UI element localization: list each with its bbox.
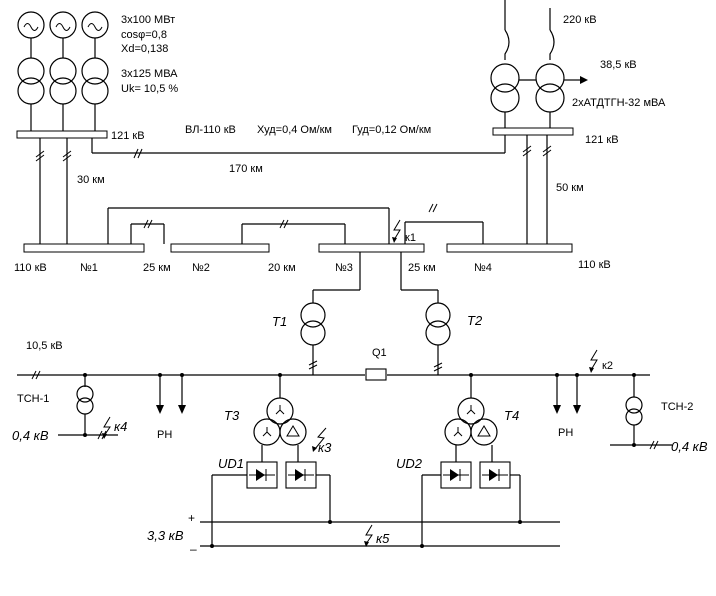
fault-k5-label: к5 — [376, 531, 390, 546]
line-g-ud: Гуд=0,12 Ом/км — [352, 124, 431, 136]
substation-ties — [107, 203, 484, 244]
generator-1 — [17, 11, 45, 39]
dc-voltage-label: 3,3 кВ — [147, 528, 184, 543]
line-title: ВЛ-110 кВ — [185, 124, 236, 136]
arrow-right-icon — [580, 76, 588, 84]
generator-2 — [49, 11, 77, 39]
line-x-ud: Худ=0,4 Ом/км — [257, 124, 332, 136]
rectifier-transformer-t4 — [444, 375, 498, 462]
left-station-bus — [16, 130, 108, 139]
load-rn-left — [156, 375, 186, 414]
line-length-left: 30 км — [77, 174, 105, 186]
t2-label: Т2 — [467, 313, 483, 328]
substation-2-bus — [170, 243, 270, 253]
right-station-block — [490, 0, 588, 128]
line-length-right: 50 км — [556, 182, 584, 194]
distance-1-2: 25 км — [143, 262, 171, 274]
transformer-t1 — [300, 302, 326, 328]
transmission-line-main — [91, 135, 506, 159]
substation-3-bus — [318, 243, 425, 253]
gen-transformer-rating: 3x125 МВА — [121, 68, 178, 80]
right-station-mv-voltage: 38,5 кВ — [600, 59, 637, 71]
tsn2-low-voltage: 0,4 кВ — [671, 439, 708, 454]
rectifier-ud1 — [211, 461, 331, 546]
generator-cosphi: cosφ=0,8 — [121, 29, 167, 41]
substation-4-bus — [446, 243, 573, 253]
distance-2-3: 20 км — [268, 262, 296, 274]
right-station-incoming-voltage: 220 кВ — [563, 14, 597, 26]
fault-k2-icon — [590, 349, 598, 371]
dc-plus-label: + — [188, 511, 195, 525]
feeder-t1 — [300, 252, 361, 375]
fault-k1-label: к1 — [405, 232, 416, 244]
feeder-t2 — [400, 252, 451, 375]
substation-1-label: №1 — [80, 262, 98, 274]
rn-right-label: РН — [558, 427, 573, 439]
rn-left-label: РН — [157, 429, 172, 441]
rectifier-ud2 — [421, 461, 521, 546]
transformer-t2 — [425, 302, 451, 328]
tsn1-label: ТСН-1 — [17, 393, 49, 405]
t1-label: Т1 — [272, 314, 287, 329]
generator-block — [17, 11, 109, 131]
fault-k3-icon — [314, 427, 327, 450]
generator-3 — [81, 11, 109, 39]
dc-minus-label: – — [190, 542, 197, 556]
ac-symbol-icon — [87, 23, 103, 31]
fault-k2-label: к2 — [602, 360, 613, 372]
autotransformer-1 — [490, 63, 520, 93]
tsn1-low-voltage: 0,4 кВ — [12, 428, 49, 443]
substation-voltage-right: 110 кВ — [578, 259, 611, 271]
ud1-label: UD1 — [218, 456, 244, 471]
load-rn-right — [553, 375, 581, 414]
substation-4-label: №4 — [474, 262, 492, 274]
t4-label: Т4 — [504, 408, 519, 423]
generator-xd: Xd=0,138 — [121, 43, 168, 55]
gen-transformer-2 — [49, 57, 77, 85]
transmission-line-right — [522, 135, 552, 244]
bus-voltage-label: 10,5 кВ — [26, 340, 63, 352]
right-station-transformers: 2хАТДТГН-32 мВА — [572, 97, 666, 109]
q1-label: Q1 — [372, 347, 387, 359]
right-station-bus — [492, 127, 574, 136]
aux-transformer-2 — [610, 375, 672, 450]
fault-k4-label: к4 — [114, 419, 127, 434]
gen-transformer-3 — [81, 57, 109, 85]
fault-k5-icon — [365, 524, 373, 545]
t3-label: Т3 — [224, 408, 240, 423]
transmission-line-left — [35, 138, 72, 244]
ac-symbol-icon — [55, 23, 71, 31]
fault-k3-label: к3 — [318, 440, 332, 455]
aux-transformer-1 — [58, 375, 118, 440]
right-station-voltage: 121 кВ — [585, 134, 619, 146]
gen-transformer-uk: Uk= 10,5 % — [121, 83, 178, 95]
substation-1-bus — [23, 243, 145, 253]
line-length-main: 170 км — [229, 163, 263, 175]
autotransformer-2 — [535, 63, 565, 93]
distance-3-4: 25 км — [408, 262, 436, 274]
left-station-voltage: 121 кВ — [111, 130, 145, 142]
fault-k1-icon — [393, 219, 401, 241]
substation-2-label: №2 — [192, 262, 210, 274]
substation-voltage-left: 110 кВ — [14, 262, 47, 274]
gen-transformer-1 — [17, 57, 45, 85]
rectifier-transformer-t3 — [253, 375, 307, 462]
fault-k4-icon — [103, 416, 111, 437]
breaker-q1 — [365, 368, 387, 381]
tsn2-label: ТСН-2 — [661, 401, 693, 413]
generator-rating: 3x100 МВт — [121, 14, 175, 26]
ac-symbol-icon — [23, 23, 39, 31]
substation-3-label: №3 — [335, 262, 353, 274]
ud2-label: UD2 — [396, 456, 423, 471]
